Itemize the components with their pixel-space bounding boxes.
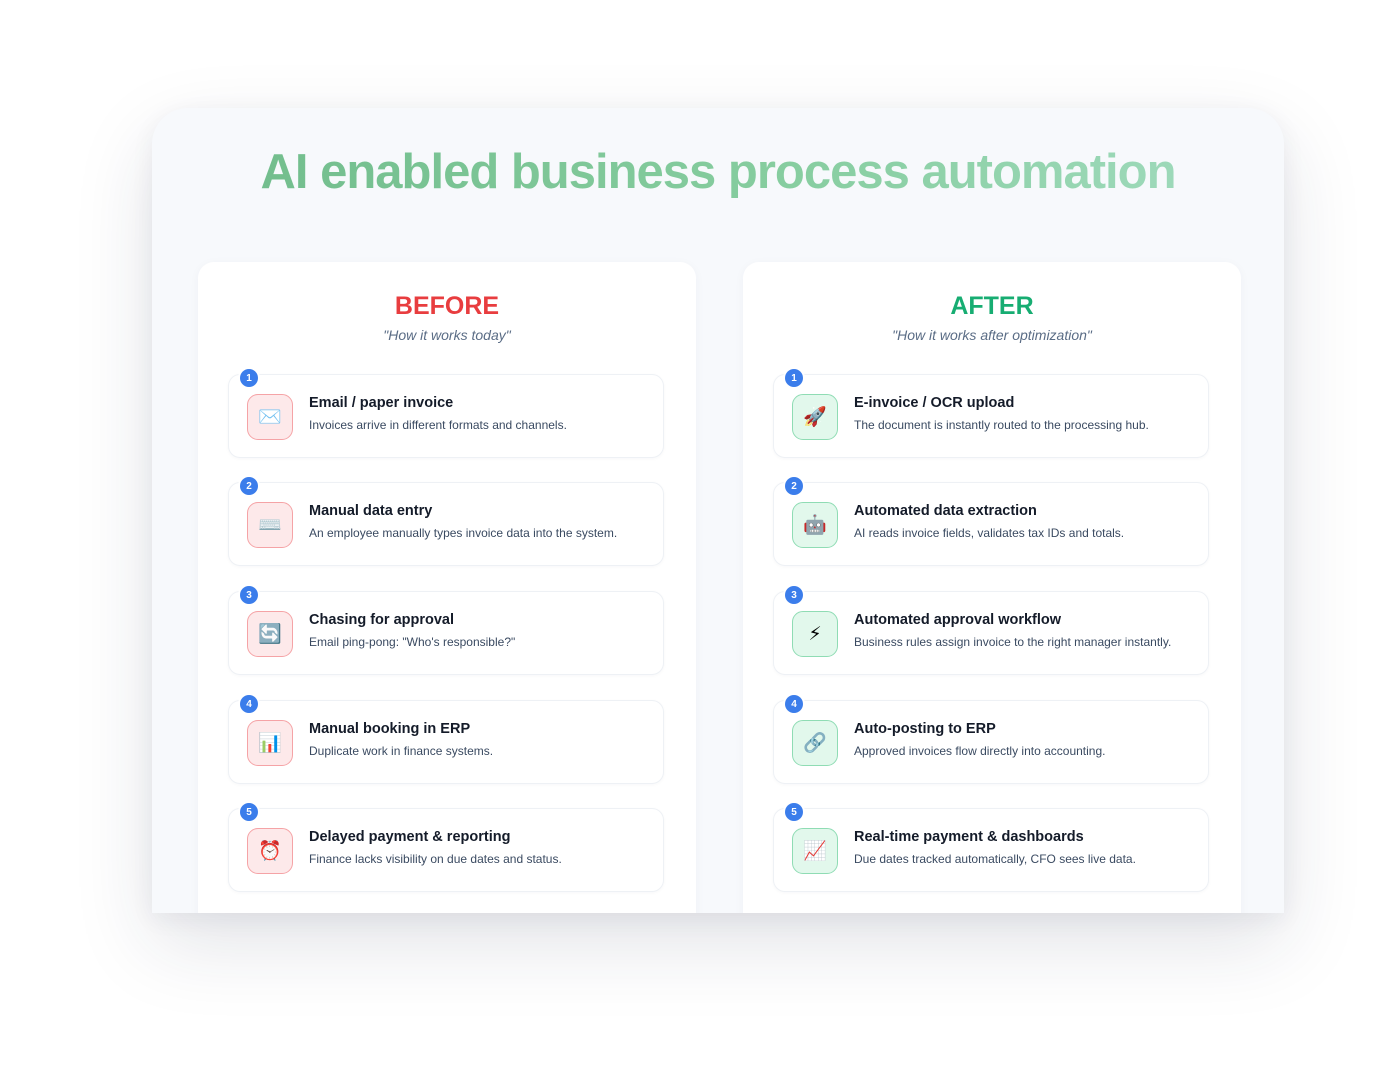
step-description: Duplicate work in finance systems. xyxy=(309,744,494,758)
before-panel: BEFORE "How it works today" 1 ✉️ Email /… xyxy=(198,262,696,913)
refresh-icon: 🔄 xyxy=(247,611,293,657)
before-step-4: 4 📊 Manual booking in ERP Duplicate work… xyxy=(228,695,664,784)
link-icon: 🔗 xyxy=(792,720,838,766)
lightning-icon: ⚡ xyxy=(792,611,838,657)
before-heading: BEFORE xyxy=(394,292,500,320)
step-number-badge: 4 xyxy=(785,695,803,713)
infographic-card: AI enabled business process automation B… xyxy=(152,108,1284,913)
step-title: Automated approval workflow xyxy=(854,612,1062,628)
step-description: Business rules assign invoice to the rig… xyxy=(854,635,1172,649)
alarm-clock-icon: ⏰ xyxy=(247,828,293,874)
trending-chart-icon: 📈 xyxy=(792,828,838,874)
step-number-badge: 5 xyxy=(785,803,803,821)
step-title: E-invoice / OCR upload xyxy=(854,395,1015,411)
step-title: Real-time payment & dashboards xyxy=(854,829,1084,845)
step-number-badge: 2 xyxy=(240,477,258,495)
step-description: Email ping-pong: "Who's responsible?" xyxy=(309,635,516,649)
step-title: Chasing for approval xyxy=(309,612,455,628)
after-step-3: 3 ⚡ Automated approval workflow Business… xyxy=(773,586,1209,675)
step-description: Finance lacks visibility on due dates an… xyxy=(309,852,562,866)
step-title: Auto-posting to ERP xyxy=(854,721,996,737)
step-description: The document is instantly routed to the … xyxy=(854,418,1149,432)
step-description: Due dates tracked automatically, CFO see… xyxy=(854,852,1136,866)
keyboard-icon: ⌨️ xyxy=(247,502,293,548)
step-number-badge: 1 xyxy=(785,369,803,387)
step-description: Approved invoices flow directly into acc… xyxy=(854,744,1106,758)
after-step-5: 5 📈 Real-time payment & dashboards Due d… xyxy=(773,803,1209,892)
envelope-icon: ✉️ xyxy=(247,394,293,440)
robot-icon: 🤖 xyxy=(792,502,838,548)
step-description: AI reads invoice fields, validates tax I… xyxy=(854,526,1125,540)
before-step-1: 1 ✉️ Email / paper invoice Invoices arri… xyxy=(228,369,664,458)
rocket-icon: 🚀 xyxy=(792,394,838,440)
step-title: Manual booking in ERP xyxy=(309,721,471,737)
after-step-2: 2 🤖 Automated data extraction AI reads i… xyxy=(773,477,1209,566)
after-subtitle: "How it works after optimization" xyxy=(892,327,1092,343)
step-title: Automated data extraction xyxy=(854,503,1037,519)
step-title: Delayed payment & reporting xyxy=(309,829,511,845)
step-description: Invoices arrive in different formats and… xyxy=(309,418,567,432)
after-heading: AFTER xyxy=(950,292,1034,320)
before-step-2: 2 ⌨️ Manual data entry An employee manua… xyxy=(228,477,664,566)
step-number-badge: 5 xyxy=(240,803,258,821)
step-title: Email / paper invoice xyxy=(309,395,454,411)
step-number-badge: 3 xyxy=(785,586,803,604)
before-subtitle: "How it works today" xyxy=(383,327,511,343)
page-title: AI enabled business process automation xyxy=(152,144,1284,200)
step-description: An employee manually types invoice data … xyxy=(309,526,618,540)
after-panel: AFTER "How it works after optimization" … xyxy=(743,262,1241,913)
bar-chart-icon: 📊 xyxy=(247,720,293,766)
before-step-3: 3 🔄 Chasing for approval Email ping-pong… xyxy=(228,586,664,675)
step-number-badge: 4 xyxy=(240,695,258,713)
step-number-badge: 1 xyxy=(240,369,258,387)
after-step-1: 1 🚀 E-invoice / OCR upload The document … xyxy=(773,369,1209,458)
step-number-badge: 2 xyxy=(785,477,803,495)
step-number-badge: 3 xyxy=(240,586,258,604)
before-step-5: 5 ⏰ Delayed payment & reporting Finance … xyxy=(228,803,664,892)
after-step-4: 4 🔗 Auto-posting to ERP Approved invoice… xyxy=(773,695,1209,784)
step-title: Manual data entry xyxy=(309,503,433,519)
